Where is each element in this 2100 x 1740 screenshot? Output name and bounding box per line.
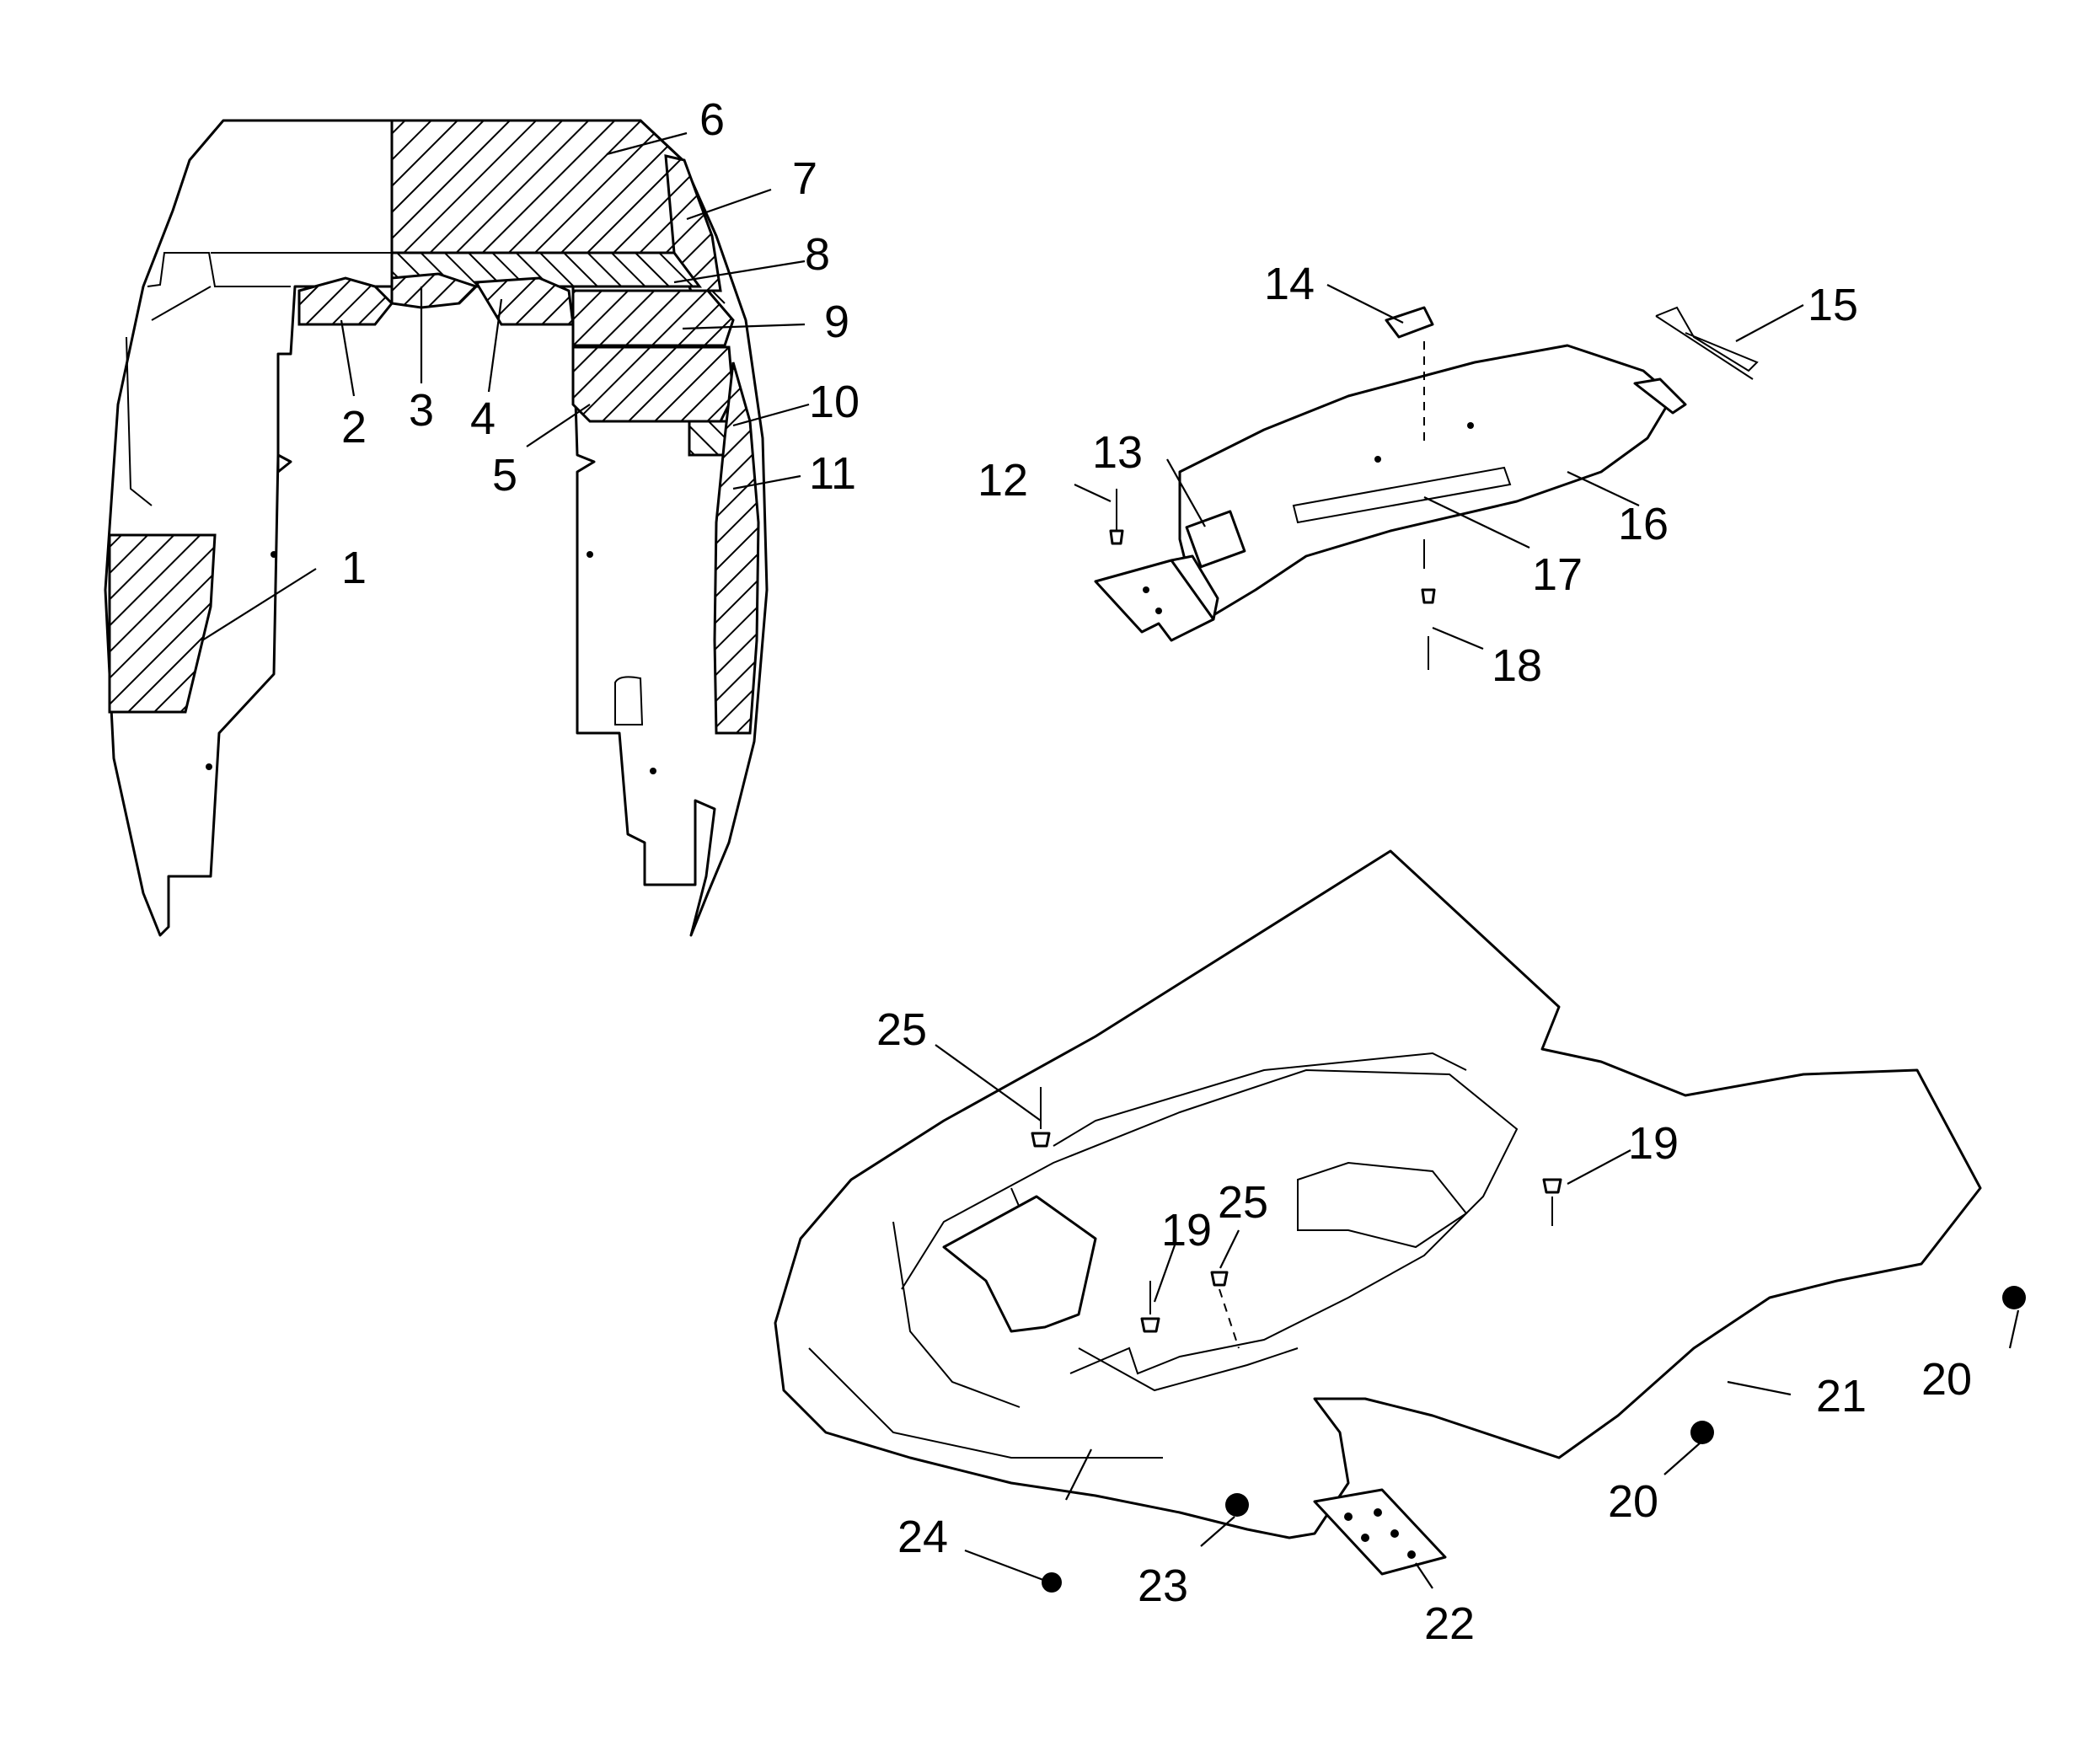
callout-9: 9 [824, 297, 849, 347]
callout-20b: 20 [1608, 1476, 1658, 1527]
insulation-pad-6 [390, 119, 684, 254]
insulation-pad-4 [474, 276, 575, 326]
callout-21: 21 [1816, 1371, 1867, 1421]
callout-5: 5 [492, 450, 517, 501]
callout-4: 4 [470, 394, 496, 444]
insulation-pad-3 [390, 272, 479, 309]
callout-24: 24 [897, 1512, 948, 1562]
screw-25a [1031, 1132, 1051, 1148]
callout-11: 11 [809, 448, 856, 499]
callout-17: 17 [1532, 549, 1583, 600]
callout-25a: 25 [876, 1004, 927, 1055]
screw-25b [1210, 1271, 1229, 1287]
callout-19a: 19 [1161, 1205, 1212, 1255]
callout-10: 10 [809, 377, 860, 427]
hood-inner-lip [126, 252, 291, 506]
callout-labels: 1 2 3 4 5 6 7 8 9 10 11 12 13 14 15 16 1… [341, 94, 1972, 1649]
callout-8: 8 [805, 229, 830, 280]
callout-12: 12 [978, 455, 1028, 506]
rivet-20a [2002, 1286, 2026, 1309]
retainer-15 [1655, 306, 1759, 380]
clip-14 [1385, 306, 1434, 339]
insulation-pad-9 [571, 289, 735, 347]
callout-23: 23 [1138, 1561, 1188, 1611]
callout-20a: 20 [1921, 1354, 1972, 1405]
rivet-23 [1225, 1493, 1249, 1517]
screw-18 [1421, 588, 1436, 604]
callout-15: 15 [1808, 280, 1858, 330]
hood-vent-opening [614, 676, 644, 725]
insulation-pad-8 [390, 251, 702, 288]
bracket-end-tab [1633, 377, 1687, 415]
callout-18: 18 [1492, 640, 1542, 691]
callout-16: 16 [1618, 499, 1669, 549]
callout-1: 1 [341, 543, 367, 593]
callout-6: 6 [699, 94, 725, 145]
callout-2: 2 [341, 402, 367, 452]
belly-pan-assembly [774, 849, 2026, 1593]
belly-pan-leaders [935, 1044, 2020, 1589]
insulation-pad-5 [571, 345, 735, 423]
skid-plate-22 [1313, 1488, 1447, 1576]
callout-7: 7 [792, 153, 817, 204]
callout-14: 14 [1264, 259, 1315, 309]
belly-pan-bracket [942, 1195, 1097, 1333]
hood-underside-view [104, 119, 769, 937]
insulation-pad-11 [713, 361, 760, 735]
hinge-barrel [1170, 554, 1219, 621]
insulation-pad-1 [108, 533, 217, 714]
bracket-leaders [1074, 284, 1804, 650]
hood-bracket-assembly [1094, 306, 1759, 670]
callout-19b: 19 [1628, 1118, 1679, 1169]
rivet-24 [1042, 1572, 1062, 1593]
label-13 [1185, 510, 1246, 569]
callout-25b: 25 [1218, 1177, 1268, 1228]
bracket-16 [1178, 344, 1674, 617]
hood-leaders [201, 131, 810, 641]
bracket-17-strip [1292, 466, 1512, 524]
callout-3: 3 [409, 385, 434, 436]
screw-19b [1542, 1178, 1562, 1194]
callout-13: 13 [1092, 427, 1143, 478]
screw-19a [1140, 1317, 1160, 1333]
rivet-20b [1690, 1421, 1714, 1444]
callout-22: 22 [1424, 1598, 1475, 1649]
screw-12 [1109, 529, 1124, 545]
belly-pan-21 [774, 849, 1982, 1539]
belly-pan-opening [901, 1068, 1519, 1375]
